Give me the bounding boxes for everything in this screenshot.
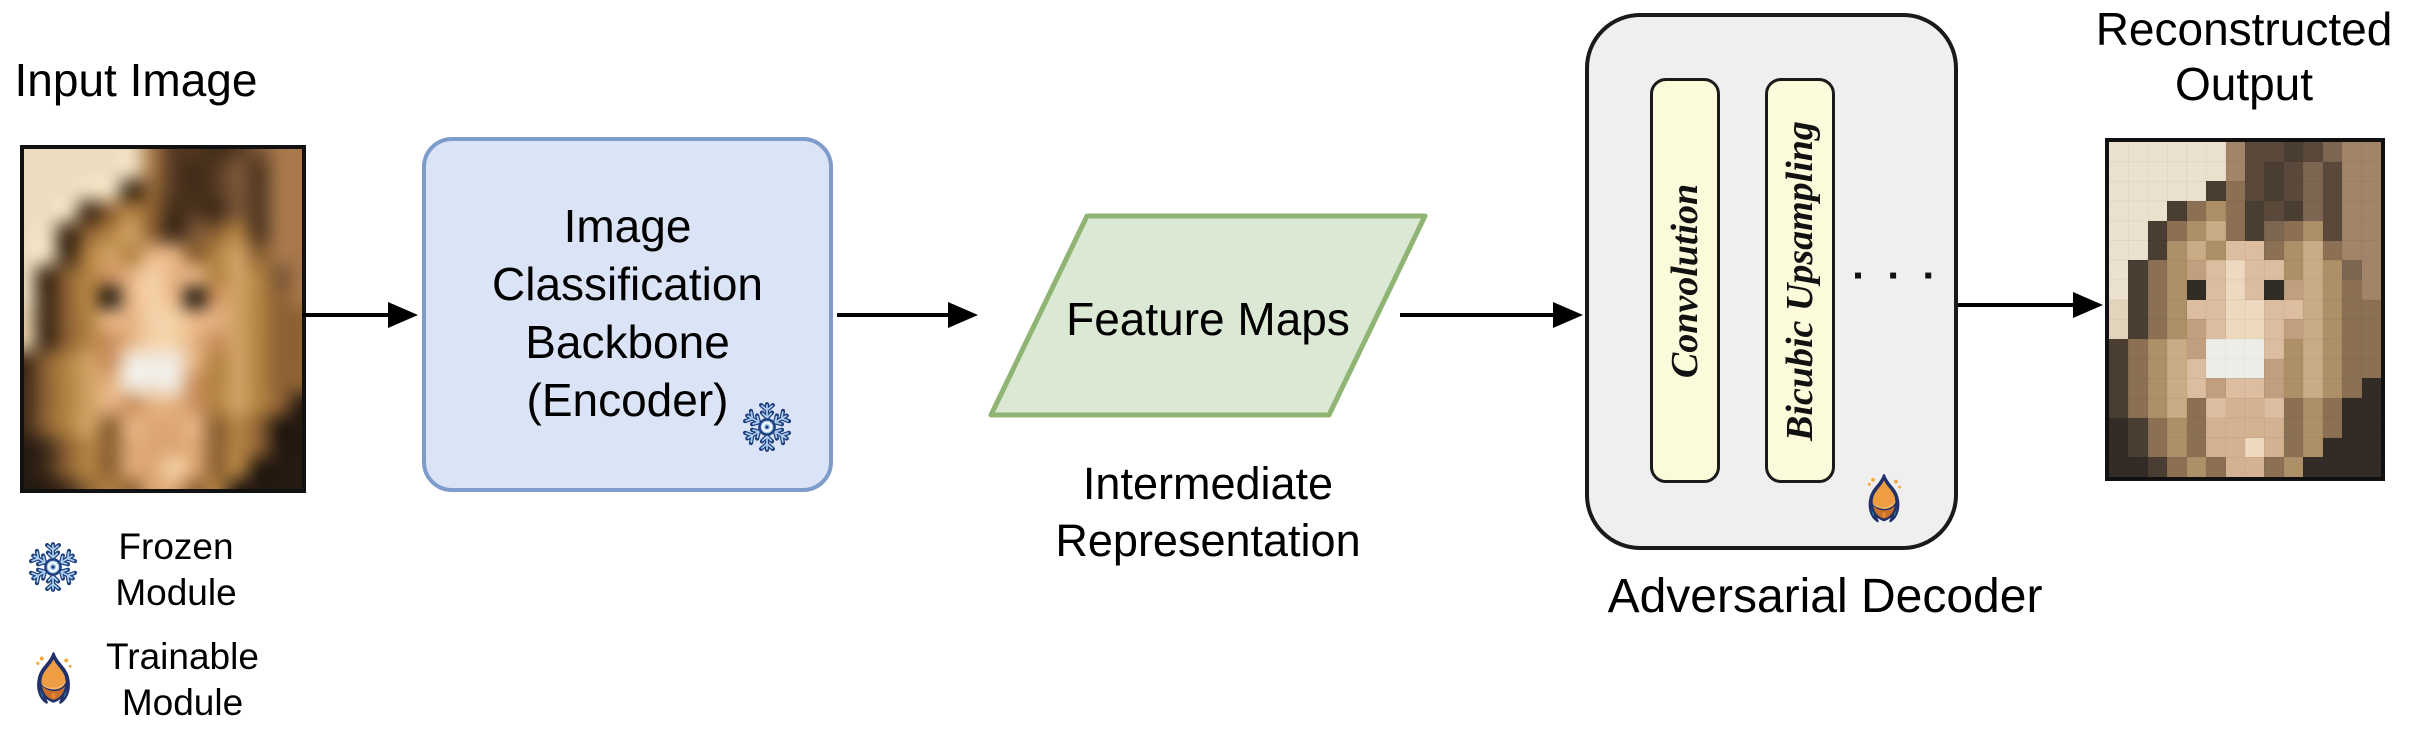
flow-arrow-decoder-to-output (1958, 292, 2103, 318)
ellipsis-dots: ▪ ▪ ▪ (1853, 262, 1943, 289)
bicubic-upsampling-layer-box: Bicubic Upsampling (1765, 78, 1835, 483)
input-image-canvas (24, 149, 302, 489)
flame-icon (30, 650, 77, 710)
legend-frozen-module-label: Frozen Module (115, 526, 237, 613)
feature-maps-label: Feature Maps (1066, 293, 1350, 345)
adversarial-decoder-label: Adversarial Decoder (1607, 570, 2043, 623)
encoder-label: Image Classification Backbone (Encoder) (492, 200, 763, 426)
feature-maps-shape (988, 213, 1428, 418)
snowflake-icon (740, 400, 794, 454)
snowflake-icon (26, 538, 80, 596)
flow-arrow-featuremaps-to-decoder (1400, 302, 1583, 328)
flame-icon (1862, 472, 1906, 528)
reconstructed-output-canvas (2109, 142, 2381, 477)
flow-arrow-input-to-encoder (302, 302, 418, 328)
intermediate-representation-label: Intermediate Representation (1055, 458, 1361, 566)
convolution-layer-label: Convolution (1664, 183, 1706, 378)
reconstructed-output-image (2105, 138, 2385, 481)
convolution-layer-box: Convolution (1650, 78, 1720, 483)
bicubic-upsampling-layer-label: Bicubic Upsampling (1779, 120, 1821, 441)
flow-arrow-encoder-to-featuremaps (837, 302, 978, 328)
legend-trainable-module-label: Trainable Module (106, 636, 259, 723)
input-image (20, 145, 306, 493)
reconstructed-output-label: Reconstructed Output (2095, 3, 2393, 110)
input-image-label: Input Image (14, 54, 258, 106)
